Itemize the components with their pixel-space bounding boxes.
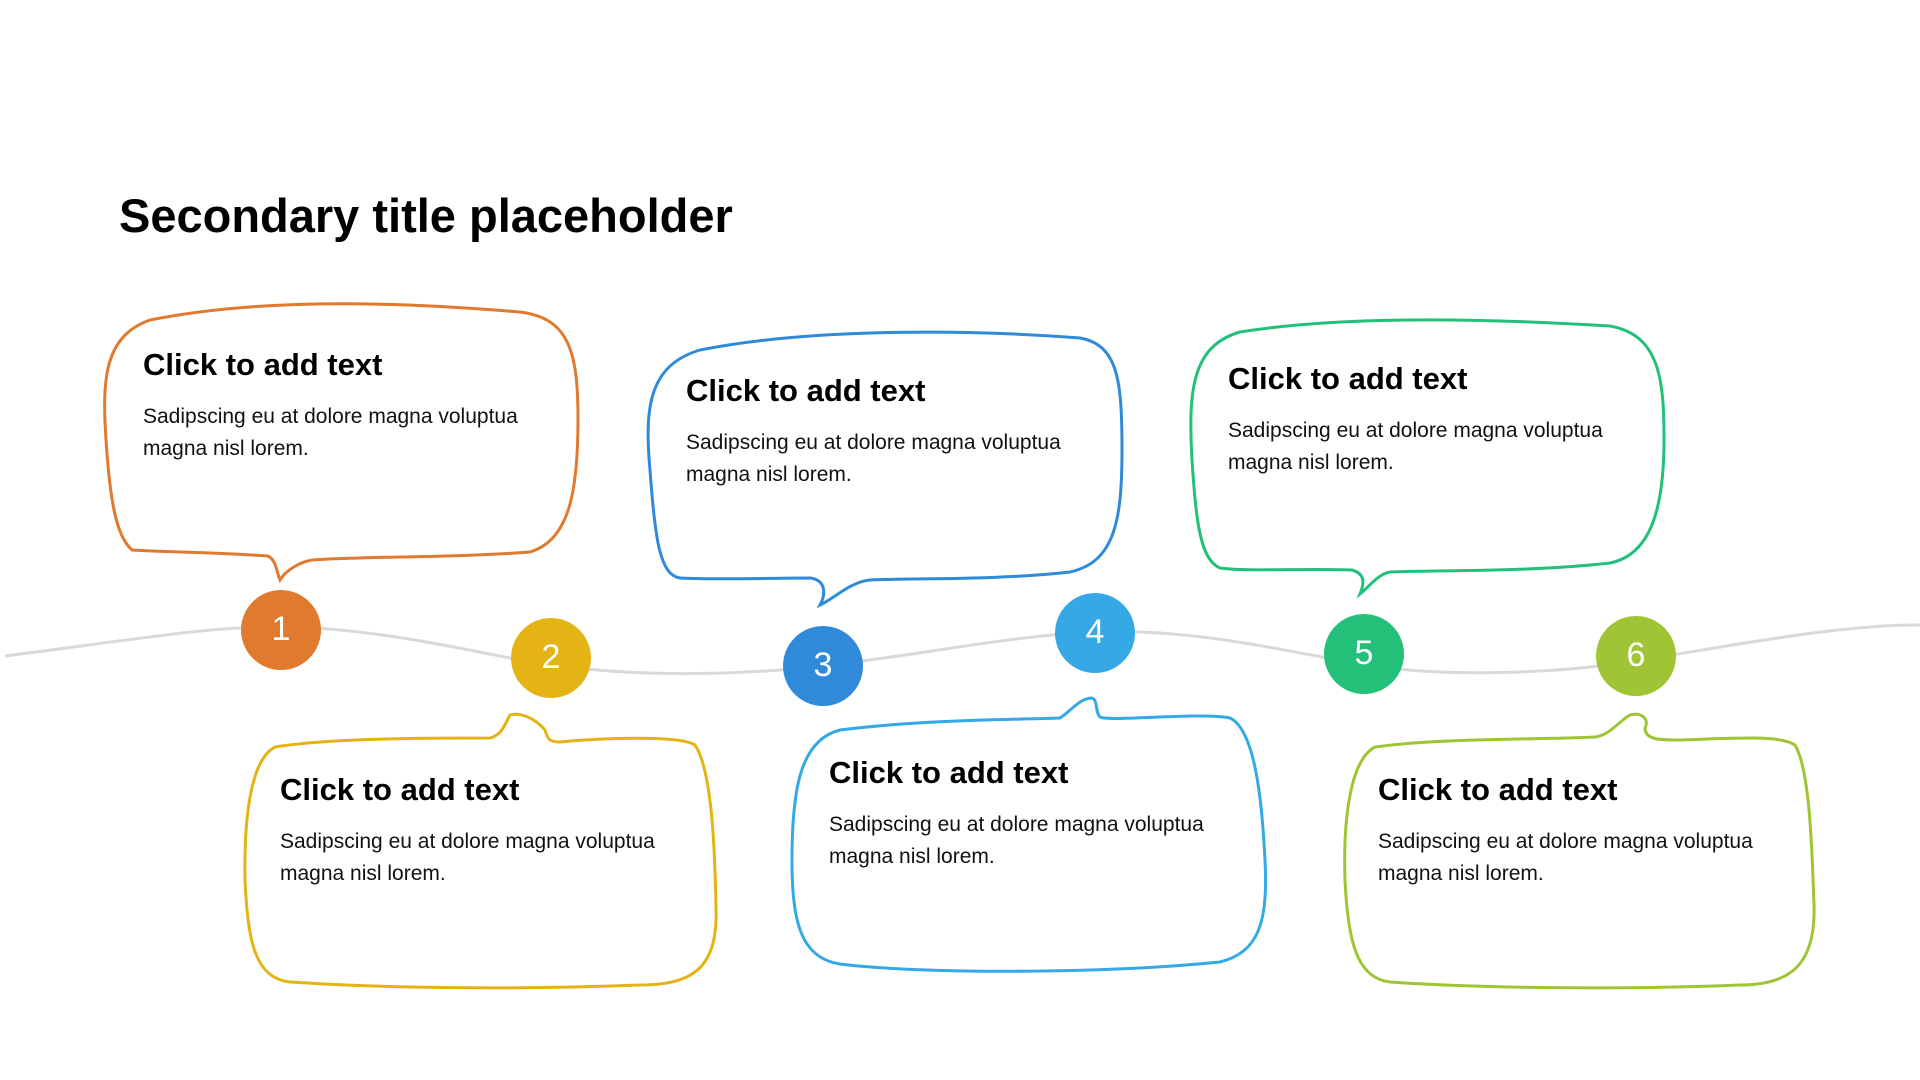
callout-text-2[interactable]: Click to add text Sadipscing eu at dolor… [280,771,710,890]
callout-heading[interactable]: Click to add text [1228,361,1468,396]
slide-title: Secondary title placeholder [119,189,733,242]
step-marker-6: 6 [1596,616,1676,696]
callout-bubble-4 [790,696,1268,973]
step-marker-2: 2 [511,618,591,698]
step-number-4: 4 [1086,613,1105,651]
callout-heading[interactable]: Click to add text [829,755,1069,790]
callout-heading[interactable]: Click to add text [280,772,520,807]
step-marker-4: 4 [1055,593,1135,673]
step-marker-3: 3 [783,626,863,706]
callout-heading[interactable]: Click to add text [1378,772,1618,807]
step-number-6: 6 [1627,636,1646,674]
callout-text-6[interactable]: Click to add text Sadipscing eu at dolor… [1378,771,1808,890]
callout-text-5[interactable]: Click to add text Sadipscing eu at dolor… [1228,360,1658,479]
step-number-1: 1 [272,610,291,648]
step-number-3: 3 [814,646,833,684]
callout-heading[interactable]: Click to add text [686,373,926,408]
callout-text-3[interactable]: Click to add text Sadipscing eu at dolor… [686,372,1116,491]
callout-body[interactable]: Sadipscing eu at dolore magna voluptua m… [829,813,1204,869]
step-number-2: 2 [542,638,561,676]
callout-body[interactable]: Sadipscing eu at dolore magna voluptua m… [1378,830,1753,886]
callout-text-1[interactable]: Click to add text Sadipscing eu at dolor… [143,346,573,465]
callout-heading[interactable]: Click to add text [143,347,383,382]
callout-bubble-6 [1343,712,1816,990]
step-number-5: 5 [1355,634,1374,672]
callout-bubble-3 [646,330,1124,609]
callout-body[interactable]: Sadipscing eu at dolore magna voluptua m… [686,431,1061,487]
callout-body[interactable]: Sadipscing eu at dolore magna voluptua m… [280,830,655,886]
callout-body[interactable]: Sadipscing eu at dolore magna voluptua m… [1228,419,1603,475]
callout-bubble-1 [103,302,580,584]
step-marker-5: 5 [1324,614,1404,694]
callout-bubble-5 [1189,318,1666,599]
callout-bubble-2 [243,712,718,990]
step-marker-1: 1 [241,590,321,670]
callout-body[interactable]: Sadipscing eu at dolore magna voluptua m… [143,405,518,461]
callout-text-4[interactable]: Click to add text Sadipscing eu at dolor… [829,754,1259,873]
